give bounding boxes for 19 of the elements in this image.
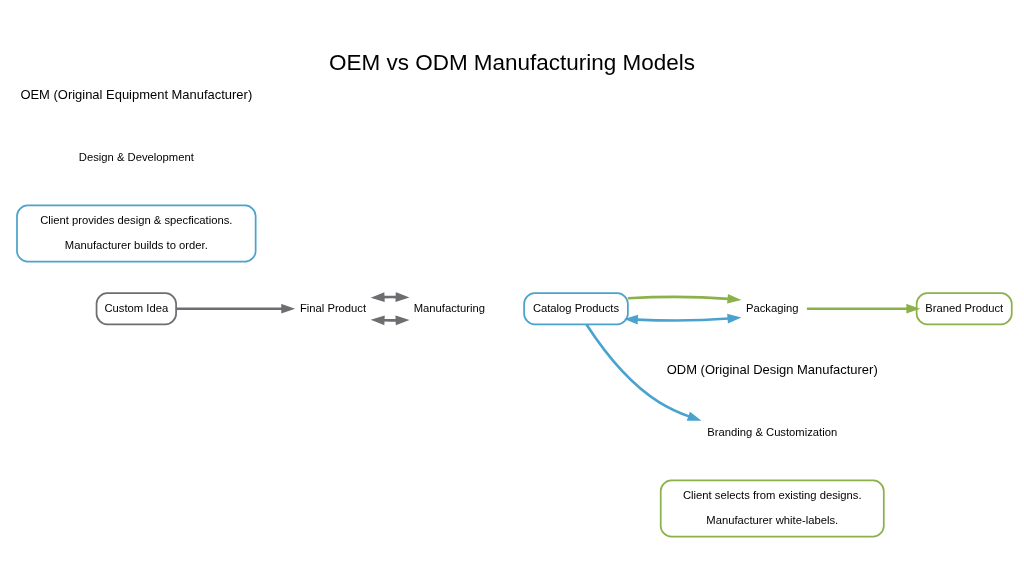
label: OEM (Original Equipment Manufacturer)	[20, 87, 253, 103]
node-box: Braned Product	[915, 292, 1013, 326]
node-text: Branding & Customization	[707, 426, 838, 439]
arrow	[176, 303, 296, 314]
arrow	[806, 303, 921, 314]
node-box: Catalog Products	[523, 292, 629, 326]
arrow	[627, 293, 742, 304]
label: ODM (Original Design Manufacturer)	[666, 361, 878, 377]
diagram-title: OEM vs ODM Manufacturing Models	[329, 49, 695, 75]
node-text: Manufacturing	[413, 301, 485, 314]
node-box: Custom Idea	[95, 292, 177, 326]
node-box: Client provides design & specfications. Manufacturer builds to order.	[16, 204, 257, 263]
node-text: Design & Development	[78, 151, 194, 164]
node-text: Packaging	[746, 301, 799, 314]
arrow	[624, 313, 742, 325]
arrow	[370, 315, 410, 326]
node-box: Client selects from existing designs. Manufacturer white-labels.	[659, 479, 885, 538]
arrow	[585, 323, 702, 421]
node-text: Final Product	[299, 301, 367, 314]
